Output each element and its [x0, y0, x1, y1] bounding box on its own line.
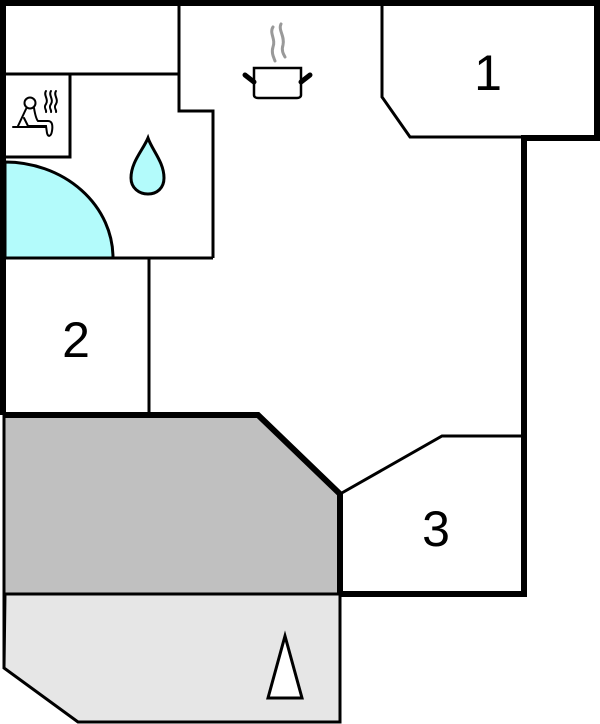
sauna-icon: [12, 90, 58, 137]
room-label-1: 1: [474, 45, 502, 101]
exterior-walls: [0, 0, 600, 597]
north-arrow-icon: [266, 630, 304, 700]
terrace-covered-area: [5, 415, 340, 594]
cooking-pot-icon: [242, 22, 313, 100]
shower-area: [3, 160, 115, 260]
water-drop-icon: [129, 133, 166, 196]
room-label-2: 2: [62, 312, 90, 368]
interior-walls: [2, 3, 524, 668]
room-label-3: 3: [422, 501, 450, 557]
